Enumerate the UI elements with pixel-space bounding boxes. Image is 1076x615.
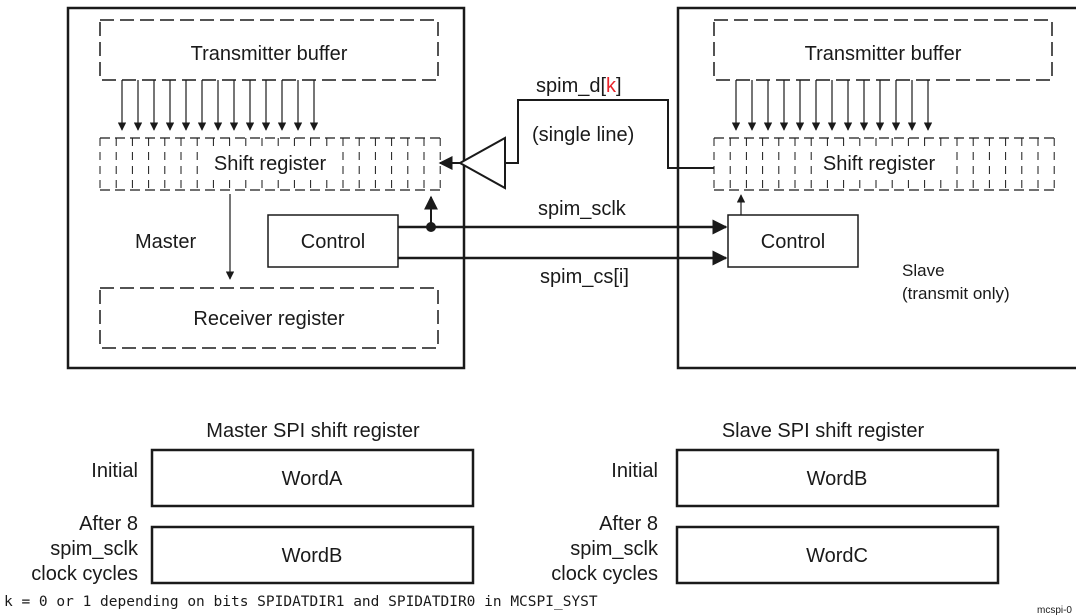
slave-initial-cell bbox=[675, 448, 1000, 508]
figure-id: mcspi-0 bbox=[1037, 605, 1072, 615]
slave-row-after-label-1: After 8 bbox=[599, 513, 658, 535]
master-receiver-register bbox=[99, 287, 439, 349]
slave-initial-value: WordB bbox=[807, 468, 868, 490]
master-initial-cell bbox=[150, 448, 475, 508]
slave-row-after-label-2: spim_sclk bbox=[570, 538, 659, 560]
slave-shift-register bbox=[713, 137, 1055, 191]
slave-block bbox=[676, 6, 1076, 370]
master-parallel-load-arrows bbox=[117, 80, 319, 131]
slave-control-label: Control bbox=[761, 231, 825, 253]
master-shift-register bbox=[99, 137, 441, 191]
spim-cs-label: spim_cs[i] bbox=[540, 266, 629, 288]
master-block bbox=[66, 6, 466, 370]
slave-row-after-label-3: clock cycles bbox=[551, 563, 658, 585]
master-receiver-register-label: Receiver register bbox=[193, 308, 345, 330]
master-transmitter-buffer bbox=[99, 19, 439, 81]
slave-after-cell bbox=[675, 525, 1000, 585]
master-after-value: WordB bbox=[282, 545, 343, 567]
slave-transmitter-buffer bbox=[713, 19, 1053, 81]
master-row-after-label-2: spim_sclk bbox=[50, 538, 139, 560]
spim-d-label: spim_d[k] bbox=[536, 75, 622, 97]
slave-label: Slave bbox=[902, 261, 945, 280]
master-control-label: Control bbox=[301, 231, 365, 253]
master-row-initial-label: Initial bbox=[91, 460, 138, 482]
slave-shift-register-label: Shift register bbox=[823, 153, 936, 175]
master-table-title: Master SPI shift register bbox=[206, 420, 420, 442]
slave-after-value: WordC bbox=[806, 545, 868, 567]
data-line-buffer-icon bbox=[457, 136, 506, 190]
master-after-cell bbox=[150, 525, 475, 585]
master-shift-register-label: Shift register bbox=[214, 153, 327, 175]
slave-table-title: Slave SPI shift register bbox=[722, 420, 925, 442]
slave-control-box bbox=[727, 214, 859, 268]
slave-transmitter-buffer-label: Transmitter buffer bbox=[805, 43, 962, 65]
footnote: k = 0 or 1 depending on bits SPIDATDIR1 … bbox=[4, 594, 598, 610]
master-transmitter-buffer-label: Transmitter buffer bbox=[191, 43, 348, 65]
spim-sclk-label: spim_sclk bbox=[538, 198, 627, 220]
master-row-after-label-3: clock cycles bbox=[31, 563, 138, 585]
master-initial-value: WordA bbox=[282, 468, 343, 490]
slave-parallel-load-arrows bbox=[731, 80, 933, 131]
slave-row-initial-label: Initial bbox=[611, 460, 658, 482]
slave-label-mode: (transmit only) bbox=[902, 284, 1010, 303]
master-label: Master bbox=[135, 231, 196, 253]
master-row-after-label-1: After 8 bbox=[79, 513, 138, 535]
spim-d-data-line bbox=[505, 99, 714, 169]
single-line-note: (single line) bbox=[532, 124, 634, 146]
master-control-box bbox=[267, 214, 399, 268]
